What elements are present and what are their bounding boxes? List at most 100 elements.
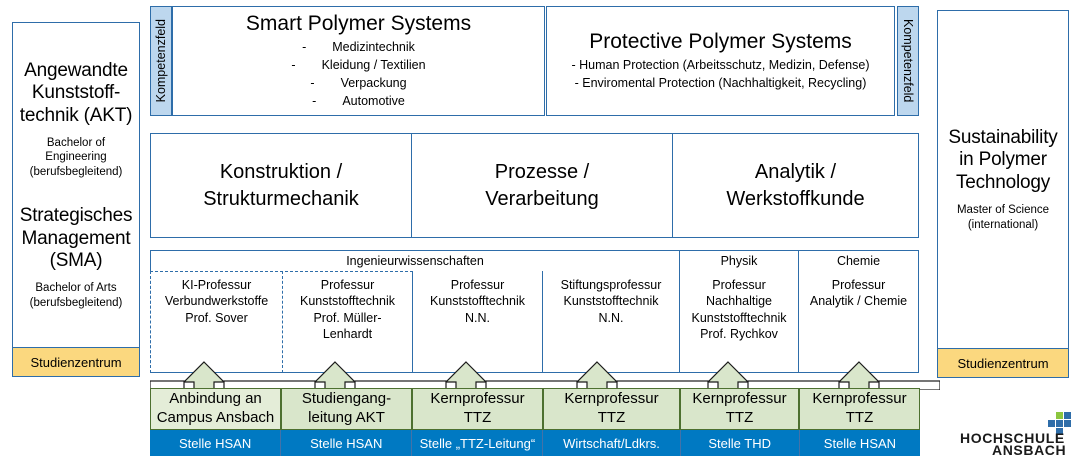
professor-cell-1: KI-Professur Verbundwerkstoffe Prof. Sov…: [150, 271, 283, 373]
protective-polymer-systems-title: Protective Polymer Systems: [589, 29, 852, 53]
arrow-connectors: [150, 361, 940, 390]
category-line-2: Werkstoffkunde: [726, 187, 865, 210]
logo-line-2: ANSBACH: [992, 442, 1067, 458]
connector-bar: [485, 380, 578, 390]
category-line-2: Verarbeitung: [485, 187, 599, 210]
professor-cell-5: Professur Nachhaltige Kunststofftechnik …: [679, 271, 799, 373]
footer-cell-4: Wirtschaft/Ldkrs.: [543, 430, 681, 456]
footer-cell-2: Stelle HSAN: [281, 430, 413, 456]
green-box-label: Kernprofessur TTZ: [564, 390, 658, 428]
left-program-title: Angewandte Kunststoff- technik (AKT): [20, 60, 133, 127]
green-box-line-1: Kernprofessur: [564, 390, 659, 408]
professor-line: Stiftungsprofessur: [560, 278, 662, 292]
smart-polymer-systems-box: Smart Polymer Systems - Medizintechnik -…: [172, 6, 545, 116]
green-box-label: Kernprofessur TTZ: [430, 390, 524, 428]
right-program-title-line-3: Technology: [955, 171, 1051, 193]
category-line-1: Prozesse /: [494, 160, 590, 183]
professor-line: Kunststofftechnik: [691, 310, 787, 325]
professor-line: Kunststofftechnik: [300, 294, 395, 309]
green-box-label: Studiengang- leitung AKT: [302, 390, 391, 428]
connector-bar: [616, 380, 709, 390]
left-program-title-line-2: Kunststoff-: [31, 82, 121, 104]
arrow-up-icon: [575, 361, 619, 390]
green-box-line-1: Kernprofessur: [692, 390, 787, 408]
professor-line: Professur: [831, 278, 886, 292]
connector-bar: [747, 380, 840, 390]
green-box-line-2: TTZ: [597, 409, 626, 426]
right-studienzentrum-badge: Studienzentrum: [938, 348, 1068, 377]
left-program-subtitle-line-1: Bachelor of: [46, 137, 106, 150]
kompetenzfeld-left-label: Kompetenzfeld: [154, 19, 168, 103]
green-box-line-2: TTZ: [463, 409, 492, 426]
logo-line-1: HOCHSCHULE: [960, 430, 1065, 446]
left-program-subtitle2-line-2: (berufsbegleitend): [29, 296, 123, 309]
hochschule-ansbach-logo: HOCHSCHULE ANSBACH: [955, 412, 1073, 458]
category-box-analytik: Analytik / Werkstoffkunde: [672, 133, 919, 238]
green-box-line-2: TTZ: [845, 409, 874, 426]
connector-bar: [223, 380, 316, 390]
category-label: Prozesse / Verarbeitung: [485, 159, 598, 213]
green-box-4: Kernprofessur TTZ: [543, 388, 680, 430]
green-box-label: Anbindung an Campus Ansbach: [157, 390, 275, 428]
left-program-content: Angewandte Kunststoff- technik (AKT) Bac…: [13, 23, 139, 347]
professor-line: Kunststofftechnik: [430, 294, 525, 309]
right-program-title-line-1: Sustainability: [948, 127, 1058, 149]
arrow-up-icon: [182, 361, 226, 390]
bullet-dash-icon: -: [310, 76, 315, 91]
left-program-subtitle2-line-1: Bachelor of Arts: [35, 282, 117, 295]
arrow-up-icon: [313, 361, 357, 390]
professor-line: Professur: [320, 278, 375, 292]
kompetenzfeld-left-strip: Kompetenzfeld: [150, 6, 172, 116]
professor-line: Analytik / Chemie: [809, 294, 908, 309]
footer-cell-6: Stelle HSAN: [799, 430, 921, 456]
protective-polymer-systems-list: - Human Protection (Arbeitsschutz, Mediz…: [571, 56, 869, 92]
list-item-label: Kleidung / Textilien: [321, 57, 426, 72]
left-program-column: Angewandte Kunststoff- technik (AKT) Bac…: [12, 22, 140, 377]
list-item-label: Medizintechnik: [332, 39, 415, 54]
bullet-dash-icon: -: [302, 39, 307, 54]
list-item: - Medizintechnik: [291, 38, 425, 56]
arrow-up-icon: [706, 361, 750, 390]
list-item-label: Automotive: [342, 94, 405, 109]
green-box-line-1: Anbindung an: [169, 390, 262, 408]
faculty-header-label: Ingenieurwissenschaften: [346, 254, 484, 268]
faculty-header-chemie: Chemie: [798, 250, 919, 272]
arrow-up-icon: [444, 361, 488, 390]
left-program-title2-line-3: (SMA): [49, 250, 103, 271]
right-program-subtitle-line-1: Master of Science: [956, 204, 1050, 217]
right-program-title: Sustainability in Polymer Technology: [948, 127, 1057, 194]
left-program-title-line-1: Angewandte: [24, 59, 128, 81]
category-line-1: Analytik /: [754, 160, 837, 183]
smart-polymer-systems-list: - Medizintechnik - Kleidung / Textilien …: [291, 38, 425, 111]
green-box-label: Kernprofessur TTZ: [692, 390, 786, 428]
green-box-line-1: Kernprofessur: [812, 390, 907, 408]
protective-polymer-systems-box: Protective Polymer Systems - Human Prote…: [546, 6, 895, 116]
faculty-header-physik: Physik: [679, 250, 799, 272]
left-program-title2: Strategisches Management (SMA): [20, 205, 133, 272]
category-box-prozesse: Prozesse / Verarbeitung: [411, 133, 673, 238]
blue-footer-row: Stelle HSAN Stelle HSAN Stelle „TTZ-Leit…: [150, 430, 921, 456]
professor-cell-4: Stiftungsprofessur Kunststofftechnik N.N…: [542, 271, 680, 373]
professor-line: Prof. Müller-: [313, 310, 382, 325]
green-box-line-2: TTZ: [725, 409, 754, 426]
category-line-2: Strukturmechanik: [203, 187, 359, 210]
professor-line: N.N.: [465, 310, 490, 325]
left-studienzentrum-badge: Studienzentrum: [13, 347, 139, 376]
list-item: - Kleidung / Textilien: [291, 56, 425, 74]
connector-bar: [150, 380, 185, 390]
footer-cell-1: Stelle HSAN: [150, 430, 282, 456]
green-box-6: Kernprofessur TTZ: [799, 388, 920, 430]
list-item: - Automotive: [291, 92, 425, 110]
green-box-line-1: Studiengang-: [301, 390, 392, 408]
kompetenzfeld-right-label: Kompetenzfeld: [901, 19, 915, 103]
professor-line: Lenhardt: [322, 326, 373, 341]
left-program-title2-line-2: Management: [21, 227, 131, 249]
category-label: Konstruktion / Strukturmechanik: [203, 159, 359, 213]
green-box-line-2: Campus Ansbach: [156, 409, 275, 426]
right-program-subtitle-line-2: (international): [967, 218, 1039, 231]
bullet-dash-icon: -: [312, 94, 317, 109]
category-line-1: Konstruktion /: [219, 160, 343, 183]
green-box-label: Kernprofessur TTZ: [812, 390, 906, 428]
left-program-subtitle: Bachelor of Engineering (berufsbegleiten…: [30, 136, 123, 179]
